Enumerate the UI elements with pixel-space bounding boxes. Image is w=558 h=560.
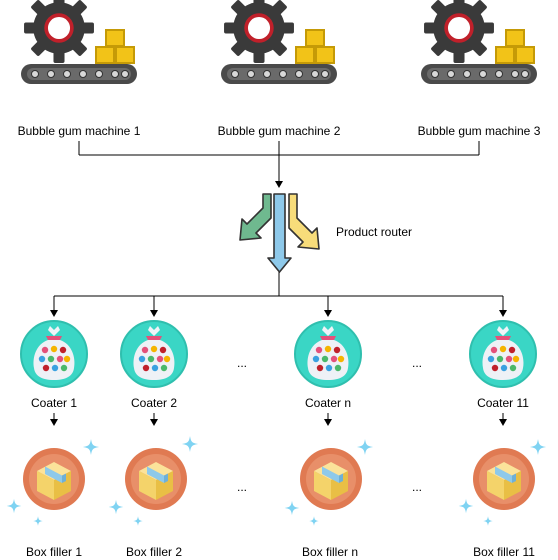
box-filler-11-icon — [473, 448, 535, 510]
box-ellipsis-left: ... — [236, 480, 248, 494]
machine-1-icon — [21, 0, 137, 84]
coater-2-icon — [120, 320, 188, 388]
box-filler-1-icon — [23, 448, 85, 510]
machine-3-label: Bubble gum machine 3 — [417, 124, 541, 138]
machine-1-label: Bubble gum machine 1 — [17, 124, 141, 138]
coater-n-label: Coater n — [304, 396, 352, 410]
coater-ellipsis-left: ... — [236, 356, 248, 370]
box-ellipsis-right: ... — [411, 480, 423, 494]
coater-1-icon — [20, 320, 88, 388]
box-filler-n-icon — [300, 448, 362, 510]
coater-to-box-arrows — [50, 413, 507, 426]
coater-2-label: Coater 2 — [130, 396, 178, 410]
sparkle-icons — [6, 436, 546, 526]
router-label: Product router — [336, 225, 413, 239]
coater-11-label: Coater 11 — [477, 396, 529, 410]
coater-n-icon — [294, 320, 362, 388]
coater-11-icon — [469, 320, 537, 388]
machine-2-icon — [221, 0, 337, 84]
router-arrows-icon — [239, 193, 320, 273]
machine-2-label: Bubble gum machine 2 — [217, 124, 341, 138]
coater-ellipsis-right: ... — [411, 356, 423, 370]
box-filler-2-icon — [125, 448, 187, 510]
router-connector-lines — [50, 272, 507, 317]
box-filler-11-label: Box filler 11 — [473, 545, 535, 559]
machine-connector-lines — [78, 141, 480, 188]
box-filler-1-label: Box filler 1 — [25, 545, 83, 559]
box-filler-2-label: Box filler 2 — [125, 545, 183, 559]
box-filler-n-label: Box filler n — [301, 545, 359, 559]
machine-3-icon — [421, 0, 537, 84]
coater-1-label: Coater 1 — [30, 396, 78, 410]
